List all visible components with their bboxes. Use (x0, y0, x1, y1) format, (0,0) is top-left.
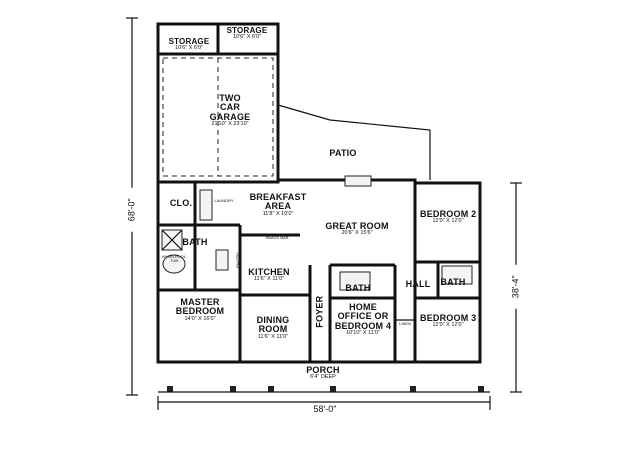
bedroom3-label: BEDROOM 3 12'0" X 12'0" (420, 313, 477, 329)
overall-width-label: 58'-0" (313, 404, 337, 414)
linen-label: LINEN (399, 321, 411, 326)
room-name: MASTER (180, 297, 220, 307)
porch-post (410, 386, 416, 392)
room-name: KITCHEN (248, 267, 290, 277)
great-room-label: GREAT ROOM 20'6" X 15'6" (320, 221, 394, 237)
room-name: CAR (219, 102, 241, 113)
room-size: 10'10" X 11'0" (346, 330, 380, 337)
room-size: 21'10" X 23'10" (211, 121, 249, 128)
hall-label: HALL (405, 279, 431, 289)
shower-x2 (161, 229, 183, 251)
center-bath-tub (339, 271, 371, 291)
room-size: 10'6" X 6'0" (174, 45, 204, 52)
closet-label: CLO. (169, 198, 193, 208)
porch-post (478, 386, 484, 392)
room-name: BEDROOM 4 (334, 320, 392, 331)
room-name: WHIRLPOOL (162, 254, 187, 259)
whirlpool-tub (162, 254, 186, 274)
room-size: 11'6" X 11'0" (253, 276, 285, 283)
room-size: 6'4" DEEP (310, 374, 336, 381)
room-name: BEDROOM 3 (420, 313, 477, 323)
storage-left-label: STORAGE 10'6" X 6'0" (162, 37, 216, 52)
dining-label: DINING ROOM 11'6" X 11'0" (248, 315, 298, 341)
room-name: DINING (256, 315, 290, 325)
right-bath-tub (441, 265, 473, 285)
pantry-label: PANTRY (234, 252, 240, 269)
porch-post (330, 386, 336, 392)
home-office-label: HOME OFFICE OR BEDROOM 4 10'10" X 11'0" (332, 302, 394, 337)
laundry-label: LAUNDRY (214, 198, 234, 203)
room-name: STORAGE (168, 37, 210, 46)
room-name: GARAGE (209, 111, 251, 122)
room-name: BREAKFAST (249, 192, 307, 202)
room-name: PORCH (306, 365, 340, 375)
house-depth-label: 38'-4" (510, 264, 521, 309)
room-name: BEDROOM 2 (420, 209, 477, 219)
room-name: AREA (264, 201, 292, 212)
center-bath-label: BATH (345, 283, 371, 293)
room-name: ROOM (258, 324, 288, 335)
porch-post (268, 386, 274, 392)
room-size: 20'6" X 15'6" (341, 230, 373, 237)
room-name: TWO (219, 93, 241, 103)
bedroom2-label: BEDROOM 2 12'0" X 12'0" (420, 209, 477, 225)
storage-right-label: STORAGE 10'6" X 6'0" (220, 26, 274, 41)
master-bedroom-label: MASTER BEDROOM 14'0" X 16'0" (172, 297, 228, 323)
washer-dryer (199, 189, 213, 221)
room-name: OFFICE OR (337, 311, 389, 322)
room-size: 11'6" X 11'0" (257, 333, 289, 340)
breakfast-label: BREAKFAST AREA 11'8" X 10'0" (248, 192, 308, 218)
patio-label: PATIO (329, 148, 357, 158)
room-name: STORAGE (226, 26, 268, 35)
snack-bar-label: SNACK BAR (265, 235, 289, 240)
porch-post (167, 386, 173, 392)
vanity (215, 249, 229, 271)
kitchen-label: KITCHEN 11'6" X 11'0" (244, 267, 294, 283)
fireplace (344, 175, 372, 187)
right-bath-label: BATH (440, 277, 466, 287)
room-size: 12'0" X 12'0" (432, 218, 464, 225)
room-name: TUB (170, 258, 178, 264)
foyer-label: FOYER (314, 295, 325, 328)
porch-post (230, 386, 236, 392)
garage-label: TWO CAR GARAGE 21'10" X 23'10" (195, 93, 265, 128)
room-name: HOME (349, 302, 377, 312)
room-name: BEDROOM (175, 306, 225, 317)
porch-label: PORCH 6'4" DEEP (298, 365, 348, 381)
room-size: 10'6" X 6'0" (232, 34, 262, 41)
patio-outline (277, 104, 431, 180)
overall-depth-label: 68'-0" (126, 187, 137, 232)
room-size: 11'8" X 10'0" (262, 210, 294, 217)
room-size: 12'0" X 12'0" (432, 322, 464, 329)
room-name: GREAT ROOM (325, 221, 389, 231)
master-bath-label: BATH (182, 237, 208, 247)
room-size: 14'0" X 16'0" (184, 315, 216, 322)
whirlpool-label: WHIRLPOOL TUB (162, 254, 187, 264)
